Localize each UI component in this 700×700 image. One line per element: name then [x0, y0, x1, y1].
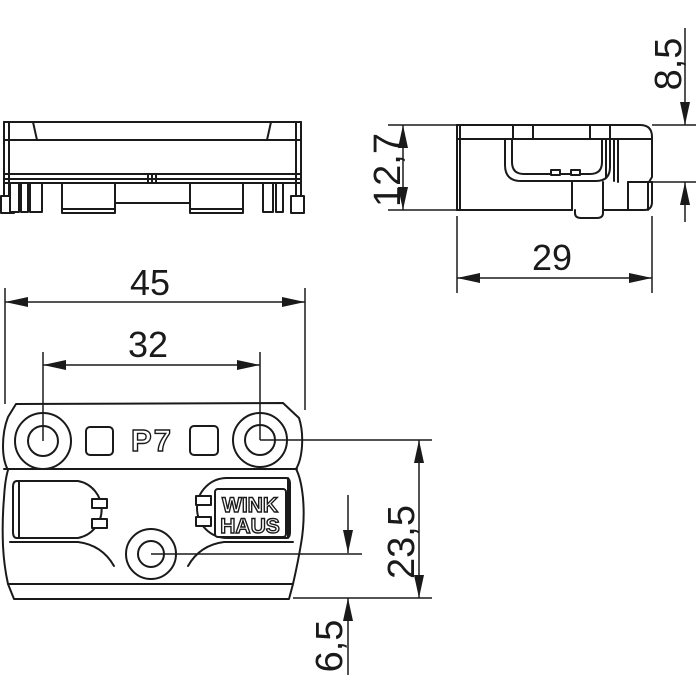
dim-step-height: 8,5	[648, 38, 690, 91]
logo-text-line1: WINK	[222, 494, 278, 517]
dimension-lines	[4, 28, 696, 675]
part-marking: P7	[131, 423, 173, 458]
dim-hole-spacing: 32	[128, 324, 168, 365]
front-view	[0, 121, 305, 214]
dim-hole-to-bottom-edge: 23,5	[381, 505, 423, 579]
dim-depth: 29	[532, 237, 572, 278]
square-recess-right	[189, 425, 219, 456]
side-view	[456, 124, 653, 219]
dimension-labels: 45 32 29 12,7 8,5 23,5 6,5 P7 WINK HAUS	[128, 38, 690, 673]
logo-plate	[214, 488, 287, 538]
square-recess-left	[85, 426, 114, 456]
dim-overall-width: 45	[130, 262, 170, 303]
dim-bottom-hole-offset: 6,5	[309, 620, 351, 673]
dim-side-height: 12,7	[367, 133, 409, 207]
dimension-arrows	[5, 102, 690, 621]
logo-text-line2: HAUS	[220, 515, 280, 538]
